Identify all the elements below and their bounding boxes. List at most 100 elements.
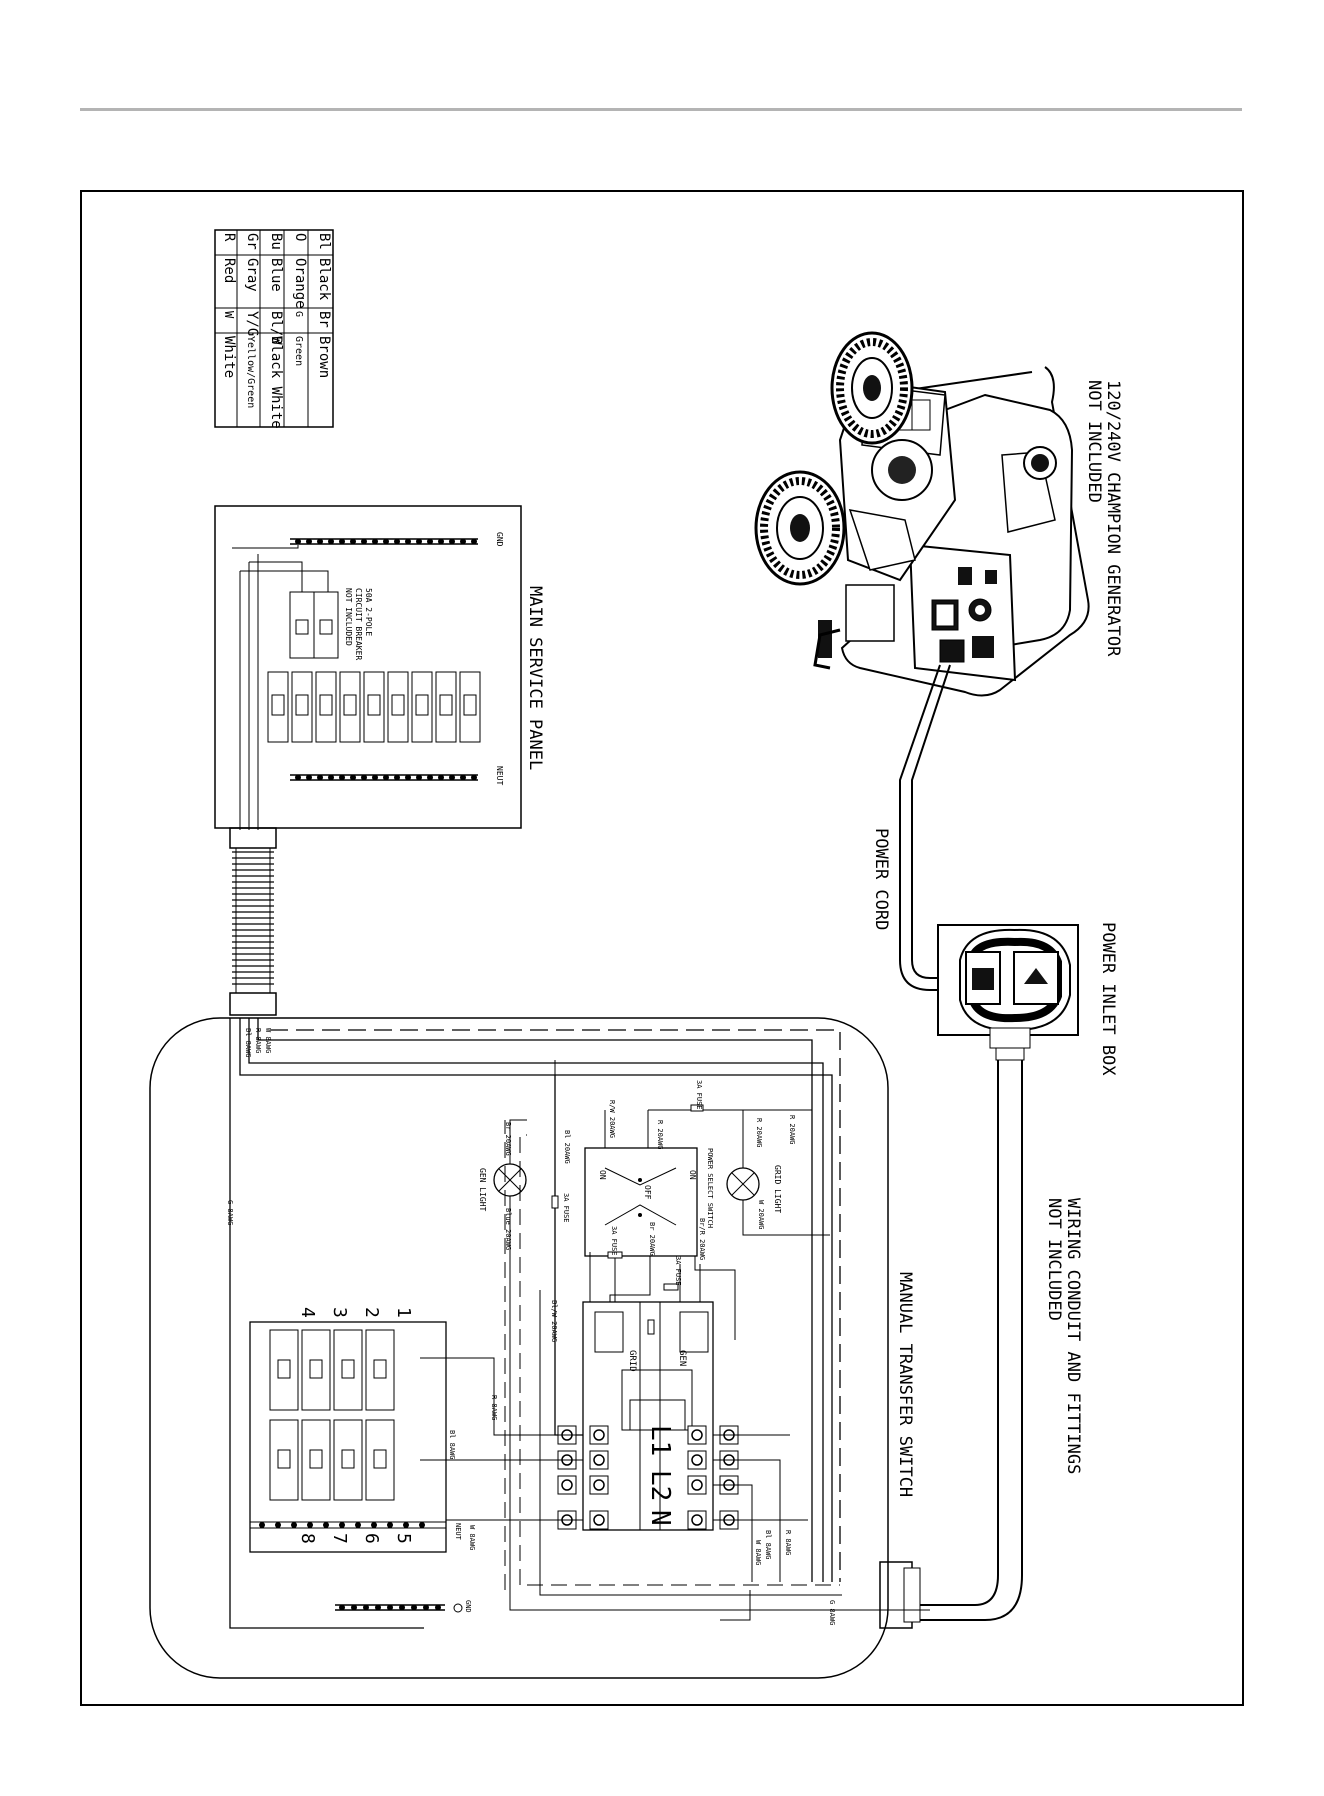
bus-screw bbox=[328, 774, 334, 781]
branch-breaker bbox=[291, 671, 313, 743]
bus-screw bbox=[351, 1604, 357, 1611]
switch-ground-bus bbox=[335, 1603, 463, 1613]
breaker-toggle bbox=[373, 1449, 387, 1469]
legend-code: Gr bbox=[244, 233, 260, 250]
wire-label: W 8AWG bbox=[754, 1540, 762, 1565]
legend-name: Black bbox=[316, 258, 332, 301]
bus-screw bbox=[403, 1522, 409, 1528]
terminal-screw bbox=[593, 1479, 605, 1491]
bus-screw bbox=[419, 1522, 425, 1528]
breaker-toggle bbox=[373, 1359, 387, 1379]
bus-screw bbox=[405, 774, 411, 781]
bus-screw bbox=[438, 538, 444, 545]
panel-neutral-bus bbox=[290, 774, 478, 781]
wire-label: Bl 8AWG bbox=[244, 1028, 252, 1058]
bus-screw bbox=[317, 774, 323, 781]
switch-breaker bbox=[269, 1329, 299, 1411]
wire-label: R/W 20AWG bbox=[608, 1100, 616, 1138]
switch-breaker bbox=[333, 1329, 363, 1411]
branch-breaker bbox=[315, 671, 337, 743]
bus-screw bbox=[275, 1522, 281, 1528]
branch-breakers bbox=[267, 671, 481, 743]
legend-code: O bbox=[292, 233, 308, 241]
wire-label: Bl 8AWG bbox=[448, 1430, 456, 1460]
wire-label: Br 20AWG bbox=[648, 1222, 656, 1256]
breaker-toggle bbox=[343, 694, 357, 716]
switch-off: OFF bbox=[643, 1185, 652, 1200]
bus-screw bbox=[394, 538, 400, 545]
legend-code: G bbox=[293, 311, 304, 317]
bus-screw bbox=[350, 774, 356, 781]
conduit-label-1: WIRING CONDUIT AND FITTINGS bbox=[1063, 1198, 1083, 1474]
bus-screw bbox=[361, 774, 367, 781]
power-cord bbox=[899, 664, 951, 991]
diagram-frame bbox=[80, 190, 1244, 1706]
bus-screw bbox=[471, 538, 477, 545]
legend-name: White bbox=[221, 336, 237, 378]
panel-ground-bus bbox=[290, 538, 478, 545]
fuse-label: 3A FUSE bbox=[562, 1193, 570, 1223]
terminal-l2: L2 bbox=[645, 1470, 675, 1501]
branch-breaker bbox=[267, 671, 289, 743]
switch-breaker bbox=[269, 1419, 299, 1501]
transfer-switch-enclosure bbox=[149, 1017, 889, 1679]
generator-illustration bbox=[754, 331, 1090, 697]
bus-screw bbox=[460, 538, 466, 545]
legend-code: Y/G bbox=[244, 311, 260, 336]
bus-screw bbox=[427, 774, 433, 781]
switch-neut-label: NEUT bbox=[454, 1523, 462, 1541]
legend-name: Yellow/Green bbox=[245, 336, 256, 408]
switch-on-top: ON bbox=[688, 1170, 697, 1180]
bus-screw bbox=[405, 538, 411, 545]
bus-screw bbox=[411, 1604, 417, 1611]
bus-screw bbox=[306, 774, 312, 781]
wire-label: R 20AWG bbox=[656, 1120, 664, 1150]
bus-screw bbox=[394, 774, 400, 781]
manual-transfer-switch-title: MANUAL TRANSFER SWITCH bbox=[895, 1272, 915, 1497]
bus-screw bbox=[460, 774, 466, 781]
fuses bbox=[551, 1104, 704, 1291]
breaker-toggle bbox=[439, 694, 453, 716]
contactor-grid-label: GRID bbox=[627, 1350, 637, 1372]
switch-on-bottom: ON bbox=[598, 1170, 607, 1180]
breaker-toggle bbox=[277, 1359, 291, 1379]
branch-breaker bbox=[339, 671, 361, 743]
breaker-toggle bbox=[319, 694, 333, 716]
legend-code: Bu bbox=[268, 233, 284, 250]
terminal-screw bbox=[691, 1514, 703, 1526]
legend-code: Bl bbox=[316, 233, 332, 250]
bus-screw bbox=[416, 538, 422, 545]
terminal-l1: L1 bbox=[645, 1425, 675, 1456]
wire-label: R 20AWG bbox=[755, 1118, 763, 1148]
terminal-screw bbox=[593, 1454, 605, 1466]
branch-breaker bbox=[459, 671, 481, 743]
wire-label: Bl 8AWG bbox=[764, 1530, 772, 1560]
bus-screw bbox=[383, 774, 389, 781]
bus-screw bbox=[387, 1522, 393, 1528]
breaker-toggle bbox=[341, 1449, 355, 1469]
switch-breaker bbox=[301, 1419, 331, 1501]
bus-screw bbox=[449, 538, 455, 545]
bus-screw bbox=[339, 1604, 345, 1611]
branch-breaker bbox=[363, 671, 385, 743]
bus-screw bbox=[350, 538, 356, 545]
terminal-screw bbox=[593, 1429, 605, 1441]
wire-label: R 8AWG bbox=[490, 1395, 498, 1420]
control-wiring bbox=[509, 1060, 930, 1621]
bus-screw bbox=[371, 1522, 377, 1528]
dashed-ground-runs bbox=[504, 1120, 840, 1590]
circuit-number: 3 bbox=[329, 1307, 350, 1318]
fuse-label: 3A FUSE bbox=[674, 1256, 682, 1286]
breaker-note-3: NOT INCLUDED bbox=[344, 588, 353, 646]
wire-label: R 20AWG bbox=[788, 1115, 796, 1145]
wire-label: Br/R 20AWG bbox=[698, 1218, 706, 1260]
breaker-toggle bbox=[391, 694, 405, 716]
bus-screw bbox=[399, 1604, 405, 1611]
circuit-number: 4 bbox=[297, 1307, 318, 1318]
breaker-toggle bbox=[309, 1359, 323, 1379]
legend-name: Green bbox=[293, 336, 304, 366]
bus-screw bbox=[317, 538, 323, 545]
fuse-label: 3A FUSE bbox=[695, 1080, 703, 1110]
legend-code: Bl/W bbox=[268, 311, 284, 345]
